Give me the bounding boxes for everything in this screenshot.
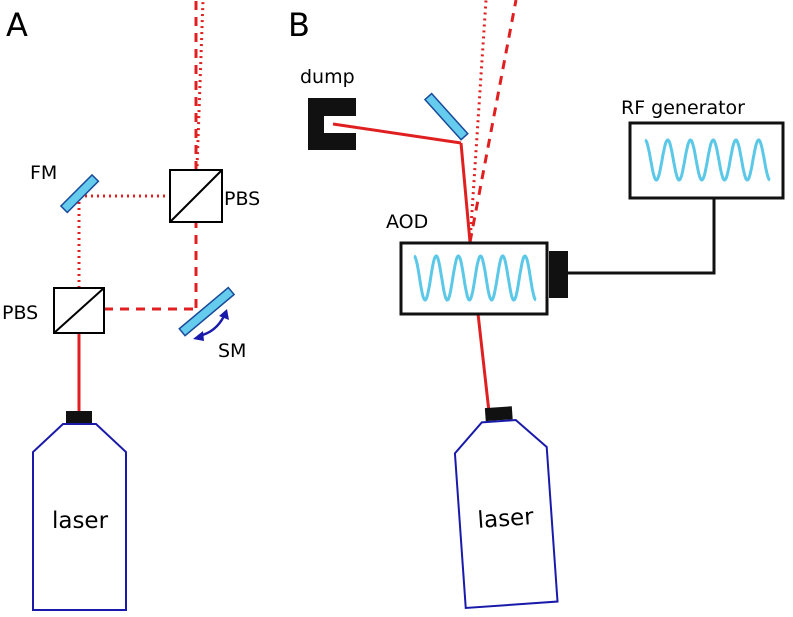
panel-b: B dump RF generator AOD laser: [288, 0, 785, 610]
dotted-beam-output-a: [194, 0, 205, 197]
laser-b-body: [453, 419, 559, 610]
rf-wave-icon: [644, 138, 771, 182]
dotted-beam-b: [468, 0, 488, 243]
laser-b-label: laser: [477, 504, 535, 534]
laser-b-aperture: [484, 406, 513, 422]
panel-a: A FM PBS PBS SM laser: [2, 0, 260, 611]
rotation-arrowhead-start: [193, 331, 204, 341]
sm-label: SM: [218, 340, 246, 362]
zero-order-beam: [459, 142, 472, 243]
pbs-top-label: PBS: [224, 188, 260, 210]
panel-a-label: A: [6, 6, 28, 44]
pbs-top: [169, 169, 223, 223]
laser-a-body: [32, 423, 127, 611]
scanning-mirror: [178, 286, 236, 337]
rf-generator-label: RF generator: [621, 97, 745, 119]
rf-cable: [568, 198, 716, 275]
aod-wave-icon: [413, 254, 537, 302]
panel-b-label: B: [288, 6, 310, 44]
aod-transducer: [549, 251, 568, 298]
dump-label: dump: [300, 66, 355, 88]
laser-b: laser: [453, 406, 559, 610]
rotation-arrowhead-end: [219, 309, 229, 320]
pbs-bottom: [53, 287, 105, 334]
fm-label: FM: [30, 162, 57, 184]
pickoff-mirror: [423, 92, 469, 141]
laser-a-label: laser: [52, 508, 109, 534]
beam-dump-icon: [308, 98, 356, 150]
pbs-bottom-label: PBS: [2, 302, 38, 324]
fixed-mirror: [59, 173, 100, 214]
dumped-beam: [332, 122, 462, 145]
laser-a-aperture: [66, 411, 92, 423]
aod-label: AOD: [386, 211, 428, 233]
